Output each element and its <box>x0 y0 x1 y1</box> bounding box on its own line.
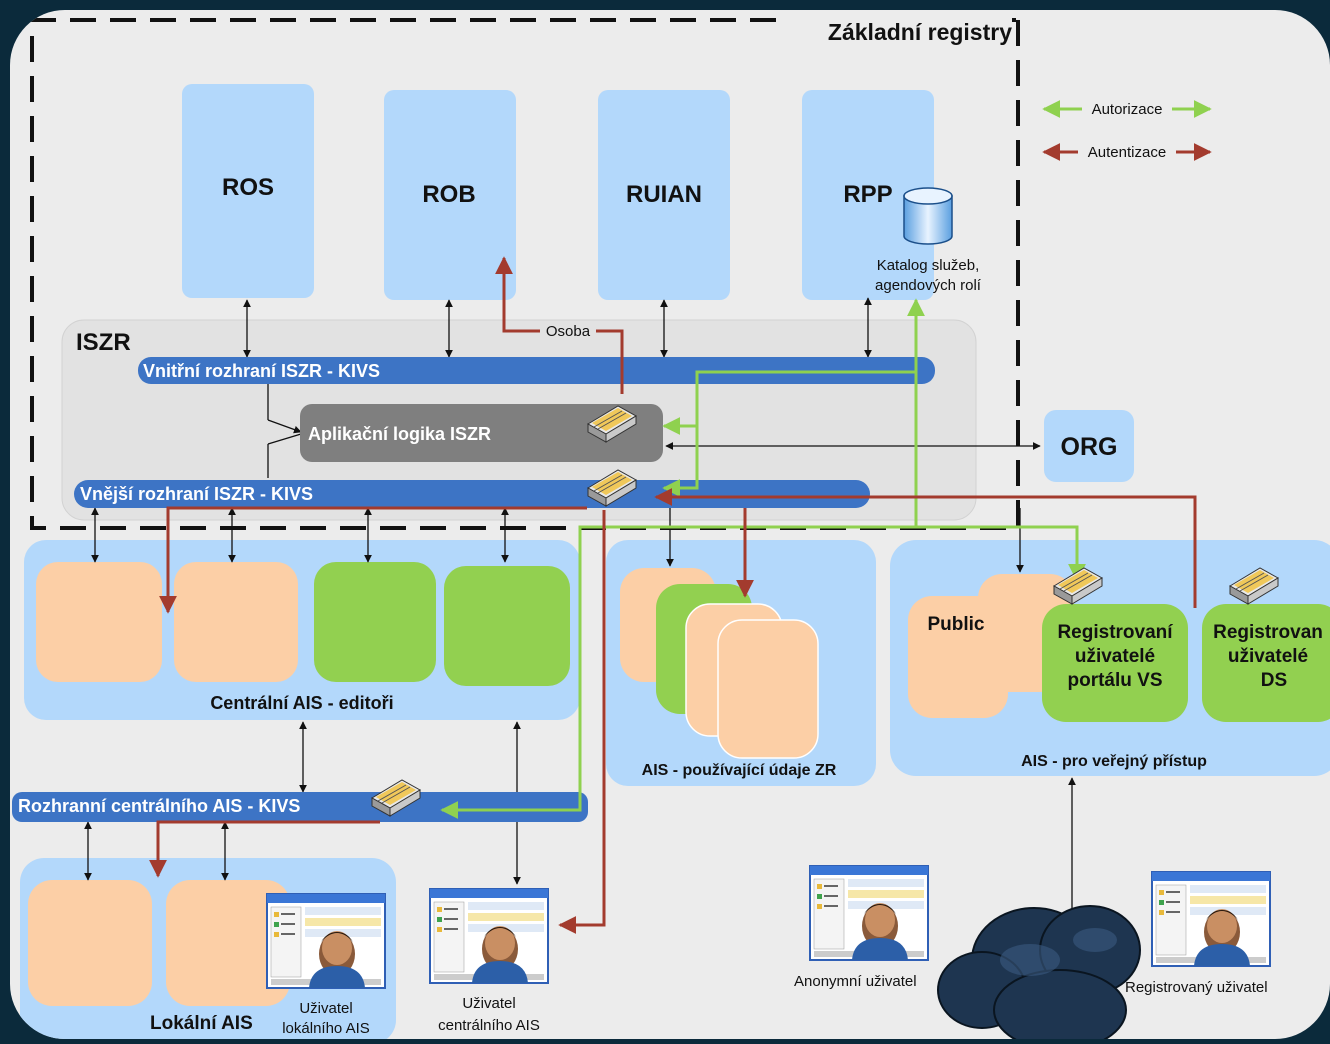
inner-bus <box>138 357 935 384</box>
local-user-line1: Uživatel <box>299 1000 352 1017</box>
authorization-paths <box>440 298 1086 819</box>
central-ais-group <box>24 540 580 720</box>
ds-users-line1: Registrovan <box>1213 622 1323 643</box>
anonymous-user-label: Anonymní uživatel <box>794 973 917 990</box>
basic-registers-boundary <box>30 18 1020 530</box>
authentication-paths <box>149 256 1197 934</box>
public-ais-label: AIS - pro veřejný přístup <box>1021 753 1207 770</box>
ds-users-app <box>1202 604 1330 722</box>
catalog-label-line1: Katalog služeb, <box>877 257 980 274</box>
legend-authorization-label: Autorizace <box>1092 101 1163 118</box>
local-ais-app-2 <box>166 880 290 1006</box>
iszr-title: ISZR <box>76 329 131 356</box>
rpp-label: RPP <box>843 181 892 208</box>
legend: Autorizace Autentizace <box>1042 98 1212 161</box>
app-logic-label: Aplikační logika ISZR <box>308 424 491 444</box>
local-ais-app-1 <box>28 880 152 1006</box>
inner-bus-label: Vnitřní rozhraní ISZR - KIVS <box>143 361 380 381</box>
rpp-register <box>802 90 934 300</box>
portal-users-app <box>1042 604 1188 722</box>
app-logic-box <box>300 404 663 462</box>
catalog-database-icon <box>903 187 953 245</box>
central-ais-label: Centrální AIS - editoři <box>210 693 393 713</box>
portal-users-line1: Registrovaní <box>1057 622 1173 643</box>
local-user-icon <box>266 893 386 989</box>
local-ais-label: Lokální AIS <box>150 1013 253 1034</box>
rob-register <box>384 90 516 300</box>
portal-users-line2: uživatelé <box>1075 646 1155 667</box>
black-connectors <box>84 297 1076 961</box>
ruian-label: RUIAN <box>626 181 702 208</box>
ais-using-label: AIS - používající údaje ZR <box>642 762 837 779</box>
central-ais-app-2 <box>174 562 298 682</box>
central-ais-app-4 <box>444 566 570 686</box>
registered-user-icon <box>1151 871 1271 967</box>
osoba-label: Osoba <box>546 323 591 340</box>
central-bus-label: Rozhranní centrálního AIS - KIVS <box>18 796 300 816</box>
ros-register <box>182 84 314 298</box>
central-ais-app-3 <box>314 562 436 682</box>
org-box <box>1044 410 1134 482</box>
ais-using-app-4 <box>717 619 819 759</box>
rob-label: ROB <box>422 181 475 208</box>
anonymous-user-icon <box>809 865 929 961</box>
ds-users-line3: DS <box>1261 670 1287 691</box>
catalog-label-line2: agendových rolí <box>875 277 982 294</box>
ds-users-line2: uživatelé <box>1228 646 1308 667</box>
internet-cloud-icon <box>937 905 1141 1039</box>
public-app <box>908 596 1008 718</box>
outer-bus-label: Vnější rozhraní ISZR - KIVS <box>80 484 313 504</box>
central-user-line2: centrálního AIS <box>438 1017 540 1034</box>
registered-user-label: Registrovaný uživatel <box>1125 979 1268 996</box>
local-user-line2: lokálního AIS <box>282 1020 370 1037</box>
central-user-icon <box>429 888 549 984</box>
ruian-register <box>598 90 730 300</box>
central-ais-app-1 <box>36 562 162 682</box>
basic-registers-title: Základní registry <box>828 19 1012 45</box>
org-label: ORG <box>1061 433 1118 461</box>
legend-authentication-label: Autentizace <box>1088 144 1166 161</box>
ros-label: ROS <box>222 174 274 201</box>
portal-users-line3: portálu VS <box>1067 670 1162 691</box>
public-label: Public <box>927 614 984 635</box>
central-user-line1: Uživatel <box>462 995 515 1012</box>
